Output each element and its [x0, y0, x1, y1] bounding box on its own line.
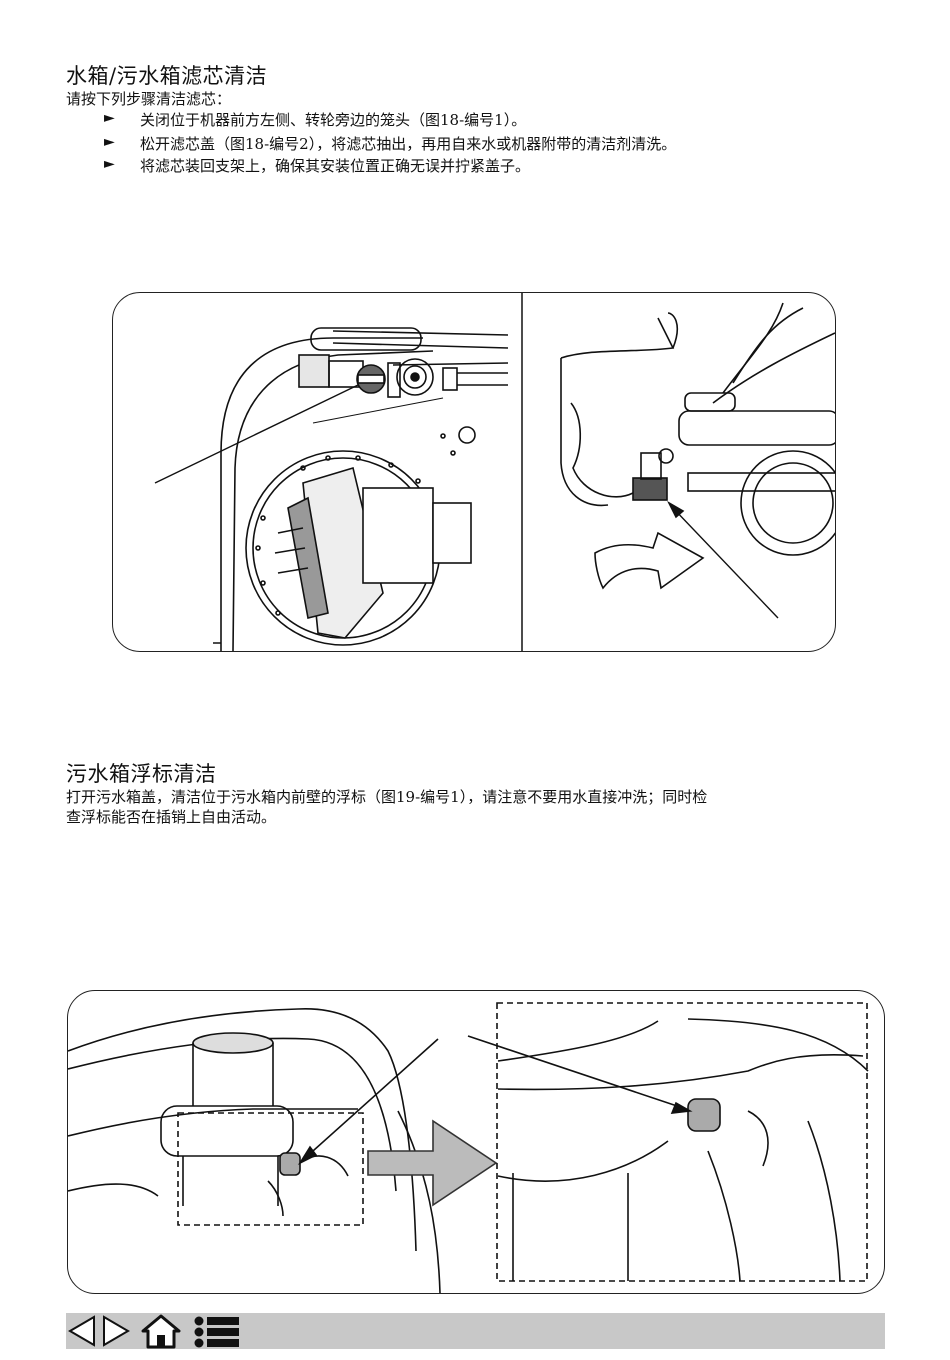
contents-list-icon[interactable] — [193, 1313, 241, 1353]
bullet-marker: ► — [104, 134, 115, 150]
bottom-navigation-bar — [66, 1313, 885, 1349]
bullet-marker: ► — [104, 110, 115, 126]
figure-19 — [67, 990, 885, 1294]
step-2: 松开滤芯盖（图18-编号2），将滤芯抽出，再用自来水或机器附带的清洁剂清洗。 — [140, 133, 676, 154]
next-page-icon[interactable] — [100, 1313, 132, 1353]
step-1: 关闭位于机器前方左侧、转轮旁边的笼头（图18-编号1）。 — [140, 109, 526, 130]
bullet-marker: ► — [104, 156, 115, 172]
section1-intro: 请按下列步骤清洁滤芯： — [66, 90, 231, 109]
figure-19-illustration — [68, 991, 884, 1293]
figure-18-illustration — [113, 293, 835, 651]
section2-title: 污水箱浮标清洁 — [66, 758, 217, 788]
section1-title: 水箱/污水箱滤芯清洁 — [66, 60, 267, 90]
home-icon[interactable] — [140, 1313, 182, 1353]
section2-body-line2: 查浮标能否在插销上自由活动。 — [66, 808, 276, 827]
step-3: 将滤芯装回支架上，确保其安装位置正确无误并拧紧盖子。 — [140, 155, 530, 176]
figure-18 — [112, 292, 836, 652]
section2-body-line1: 打开污水箱盖，清洁位于污水箱内前壁的浮标（图19-编号1），请注意不要用水直接冲… — [66, 788, 707, 807]
prev-page-icon[interactable] — [66, 1313, 98, 1353]
